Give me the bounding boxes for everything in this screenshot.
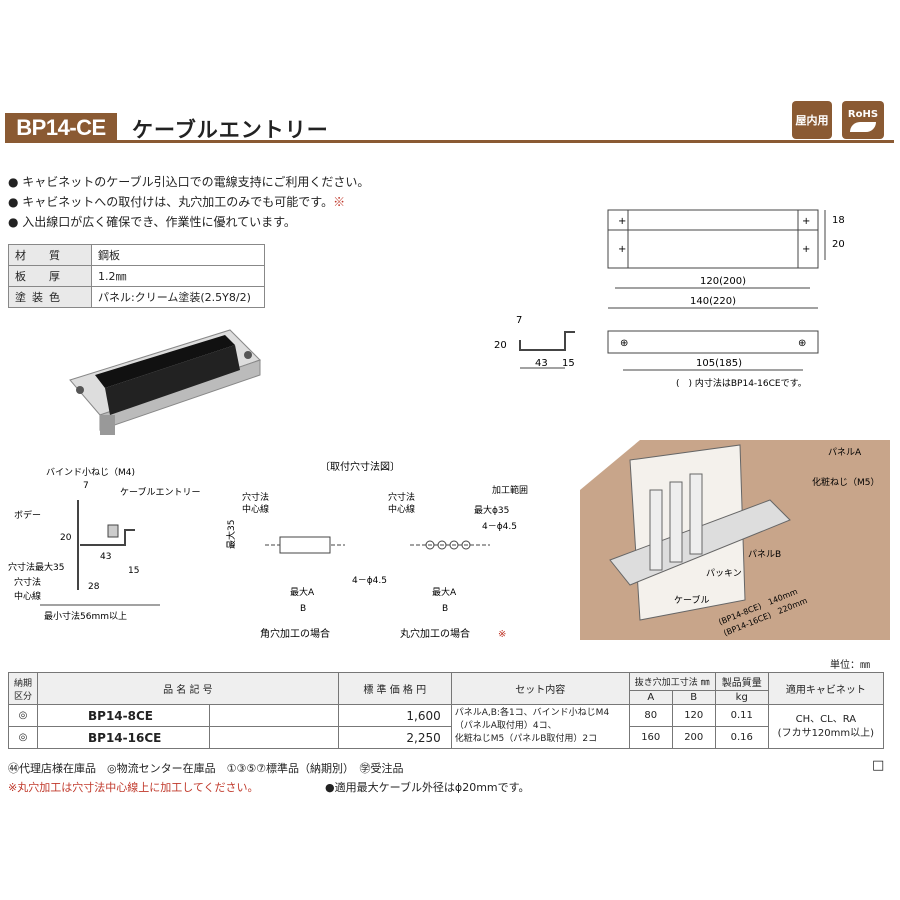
dim-note: ( ) 内寸法はBP14-16CEです。 bbox=[676, 377, 807, 389]
svg-text:穴寸法: 穴寸法 bbox=[242, 491, 269, 503]
spec-key: 板 厚 bbox=[8, 265, 92, 287]
isometric-view: パネルA 化粧ねじ（M5） パネルB パッキン ケーブル (BP14-8CE) … bbox=[580, 440, 890, 640]
set-contents: パネルA,B:各1コ、バインド小ねじM4（パネルA取付用）4コ、化粧ねじM5（パ… bbox=[450, 704, 630, 749]
B-sq: B bbox=[300, 604, 306, 614]
center-label-2: 中心線 bbox=[14, 590, 41, 602]
dim-28: 28 bbox=[88, 582, 100, 592]
product-table: 納期 区分 品 名 記 号 標 準 価 格 円 セット内容 抜き穴加工寸法 ㎜ … bbox=[8, 672, 885, 749]
unit-label: 単位：㎜ bbox=[830, 660, 870, 671]
svg-text:⊕: ⊕ bbox=[798, 338, 806, 349]
model-code: BP14-CE bbox=[5, 113, 117, 143]
svg-text:+: + bbox=[802, 216, 810, 227]
col-hole: 抜き穴加工寸法 ㎜ bbox=[628, 672, 716, 691]
panelB-label: パネルB bbox=[748, 549, 781, 560]
col-lead: 納期 区分 bbox=[8, 672, 38, 705]
col-name: 品 名 記 号 bbox=[37, 672, 339, 705]
svg-text:中心線: 中心線 bbox=[388, 503, 415, 515]
svg-text:⊕: ⊕ bbox=[620, 338, 628, 349]
svg-text:+: + bbox=[618, 216, 626, 227]
max35-v: 最大35 bbox=[225, 520, 237, 549]
dim-7b: 7 bbox=[83, 481, 89, 491]
area-label: 加工範囲 bbox=[492, 484, 528, 496]
entry-label: ケーブルエントリー bbox=[120, 486, 200, 498]
max-phi35: 最大ϕ35 bbox=[474, 504, 509, 516]
max35-label: 穴寸法最大35 bbox=[8, 561, 64, 573]
hole-drawing-title: 〔取付穴寸法図〕 bbox=[320, 460, 400, 473]
feature-item: ● 入出線口が広く確保でき、作業性に優れています。 bbox=[8, 215, 296, 229]
legend: ㊹代理店様在庫品 ◎物流センター在庫品 ①③⑤⑦標準品（納期別） ㊫受注品 bbox=[8, 762, 404, 775]
B-round: B bbox=[442, 604, 448, 614]
indoor-badge: 屋内用 bbox=[792, 101, 832, 139]
col-A: A bbox=[628, 690, 673, 705]
page-title: ケーブルエントリー bbox=[132, 118, 329, 142]
dim-43b: 43 bbox=[100, 552, 111, 562]
table-row: ◎ BP14-16CE 2,250 160 200 0.16 bbox=[8, 726, 884, 749]
round-case-label: 丸穴加工の場合 bbox=[400, 627, 470, 640]
dim-width-outer: 140(220) bbox=[690, 296, 736, 307]
maxA-sq: 最大A bbox=[290, 586, 315, 598]
rohs-badge: RoHS bbox=[842, 101, 884, 139]
round-case-mark: ※ bbox=[498, 629, 506, 640]
install-drawing: バインド小ねじ（M4) ボデー ケーブルエントリー 20 7 43 15 28 … bbox=[8, 467, 200, 622]
body-label: ボデー bbox=[14, 509, 41, 521]
col-set: セット内容 bbox=[450, 672, 630, 705]
square-mark: □ bbox=[872, 758, 885, 773]
col-price: 標 準 価 格 円 bbox=[337, 672, 452, 705]
cab-contents: CH、CL、RA(フカサ120mm以上) bbox=[767, 704, 885, 749]
col-weight: 製品質量 bbox=[714, 672, 769, 691]
svg-text:穴寸法: 穴寸法 bbox=[388, 491, 415, 503]
screw-label: バインド小ねじ（M4) bbox=[46, 467, 135, 478]
panelA-label: パネルA bbox=[828, 447, 862, 458]
table-row: ◎ BP14-8CE 1,600 パネルA,B:各1コ、バインド小ねじM4（パネ… bbox=[8, 704, 885, 749]
dimension-drawing: + + + + 18 20 120(200) 140(220) 7 20 43 15… bbox=[494, 209, 845, 389]
feature-item: ● キャビネットへの取付けは、丸穴加工のみでも可能です。※ bbox=[8, 195, 346, 209]
screw-label-iso: 化粧ねじ（M5） bbox=[812, 476, 880, 488]
dim-43: 43 bbox=[535, 358, 548, 369]
footnote-left: ※丸穴加工は穴寸法中心線上に加工してください。 bbox=[8, 781, 259, 794]
dim-7: 7 bbox=[516, 315, 522, 326]
svg-text:+: + bbox=[618, 244, 626, 255]
dim-hole-pitch: 105(185) bbox=[696, 358, 742, 369]
col-B: B bbox=[671, 690, 716, 705]
footnote-right: ●適用最大ケーブル外径はϕ20mmです。 bbox=[325, 781, 530, 794]
dim-20b: 20 bbox=[60, 533, 72, 543]
dim-15: 15 bbox=[562, 358, 575, 369]
phi45-round: 4－ϕ4.5 bbox=[482, 522, 517, 532]
spec-key: 塗装色 bbox=[8, 286, 92, 308]
hole-drawings: 〔取付穴寸法図〕 穴寸法 中心線 最大35 最大A B 4－ϕ4.5 角穴加工の… bbox=[225, 460, 528, 640]
phi45-sq: 4－ϕ4.5 bbox=[352, 576, 387, 586]
dim-18: 18 bbox=[832, 215, 845, 226]
packing-label: パッキン bbox=[706, 568, 742, 579]
feature-item: ● キャビネットのケーブル引込口での電線支持にご利用ください。 bbox=[8, 175, 370, 189]
spec-value: 1.2㎜ bbox=[91, 265, 265, 287]
col-kg: kg bbox=[714, 690, 769, 705]
rohs-label: RoHS bbox=[847, 108, 879, 120]
svg-text:+: + bbox=[802, 244, 810, 255]
svg-text:中心線: 中心線 bbox=[242, 503, 269, 515]
spec-value: 鋼板 bbox=[91, 244, 265, 266]
product-illustration bbox=[69, 329, 261, 435]
dim-20: 20 bbox=[832, 239, 845, 250]
dim-width-inner: 120(200) bbox=[700, 276, 746, 287]
dim-side-20: 20 bbox=[494, 340, 507, 351]
min56-label: 最小寸法56mm以上 bbox=[44, 610, 127, 622]
spec-key: 材 質 bbox=[8, 244, 92, 266]
square-case-label: 角穴加工の場合 bbox=[260, 627, 330, 640]
dim-15b: 15 bbox=[128, 566, 139, 576]
feature-list: ● キャビネットのケーブル引込口での電線支持にご利用ください。 ● キャビネット… bbox=[8, 172, 369, 232]
cable-label: ケーブル bbox=[674, 594, 709, 606]
maxA-round: 最大A bbox=[432, 586, 457, 598]
col-cab: 適用キャビネット bbox=[767, 672, 885, 705]
header-rule bbox=[5, 140, 894, 143]
leaf-icon bbox=[850, 121, 876, 132]
center-label: 穴寸法 bbox=[14, 576, 41, 588]
spec-value: パネル:クリーム塗装(2.5Y8/2) bbox=[91, 286, 265, 308]
